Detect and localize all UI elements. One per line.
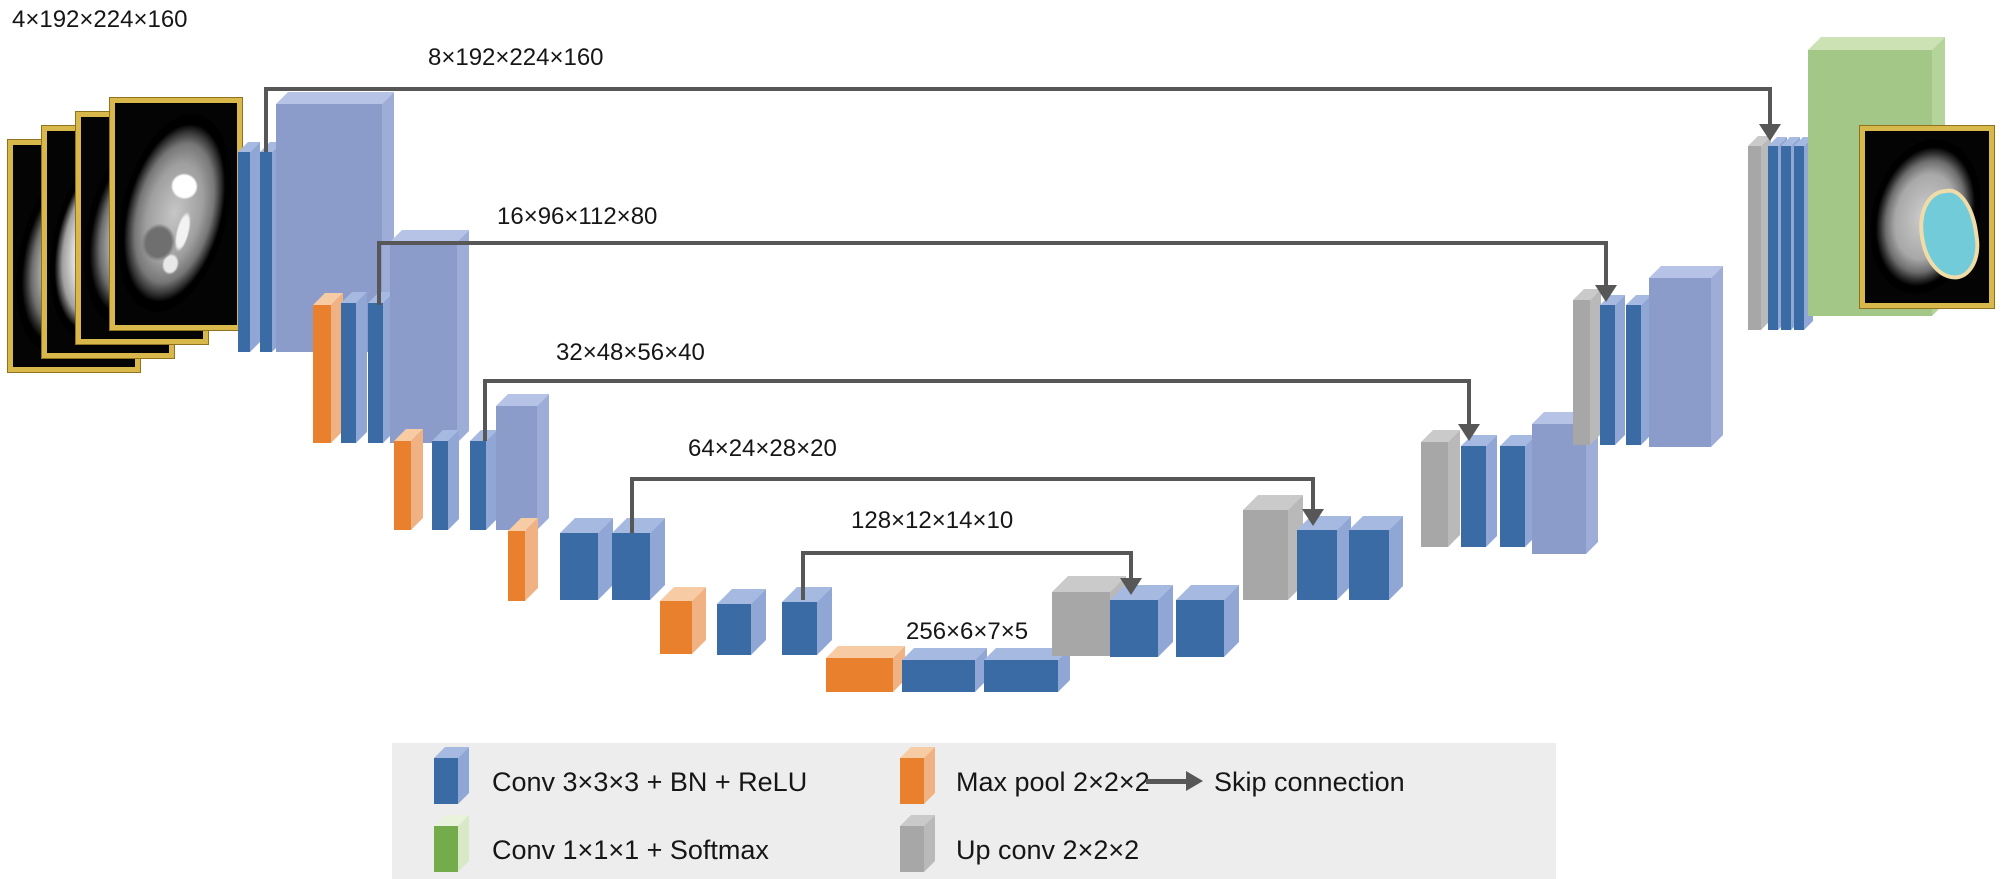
upconv-block — [1748, 136, 1771, 330]
brain-image — [99, 102, 251, 324]
skip-dimension-label: 64×24×28×20 — [688, 435, 837, 462]
skip-connection-drop — [1311, 477, 1315, 509]
conv-block-icon — [434, 747, 469, 804]
feature-map-slab — [496, 394, 549, 530]
skip-connection-line — [483, 379, 1471, 383]
maxpool-block — [394, 429, 423, 530]
upconv-block — [1052, 576, 1126, 656]
conv-block — [1349, 516, 1403, 600]
upconv-block-icon — [900, 815, 935, 872]
legend: Conv 3×3×3 + BN + ReLU Conv 1×1×1 + Soft… — [392, 743, 1556, 879]
conv-block — [1626, 295, 1651, 445]
maxpool-block — [660, 587, 706, 654]
feature-map-slab — [390, 230, 469, 443]
skip-connection-riser — [377, 241, 381, 305]
conv-block — [902, 648, 987, 692]
feature-map-slab — [1532, 412, 1598, 554]
conv-block — [1781, 137, 1800, 330]
conv-block — [238, 142, 260, 352]
skip-connection-riser — [264, 87, 268, 152]
output-mri-slice — [1855, 126, 1997, 308]
maxpool-block — [313, 293, 343, 443]
conv-block — [432, 430, 459, 530]
skip-connection-riser — [483, 379, 487, 441]
skip-connection-arrowhead — [1458, 424, 1480, 441]
conv-block — [1461, 435, 1497, 547]
conv1x1-block-icon — [434, 815, 469, 872]
skip-connection-line — [630, 477, 1315, 481]
conv-block — [984, 648, 1070, 692]
conv-block — [1600, 295, 1625, 445]
conv-block — [1500, 435, 1536, 547]
conv-block — [1297, 516, 1351, 600]
conv-block — [260, 142, 282, 352]
input-mri-slice — [99, 98, 251, 330]
feature-map-slab — [1649, 266, 1723, 447]
legend-label-maxpool: Max pool 2×2×2 — [956, 767, 1150, 797]
conv-block — [612, 518, 665, 600]
conv-block — [1794, 137, 1813, 330]
conv-block — [470, 430, 497, 530]
skip-dimension-label: 8×192×224×160 — [428, 44, 604, 71]
conv-block — [341, 292, 367, 443]
skip-connection-arrowhead — [1595, 285, 1617, 302]
skip-connection-drop — [1768, 87, 1772, 124]
input-dimensions-label: 4×192×224×160 — [12, 6, 188, 33]
upconv-block — [1573, 289, 1601, 445]
maxpool-block — [508, 518, 538, 601]
legend-label-skip-connection: Skip connection — [1214, 767, 1405, 797]
conv-block — [1110, 585, 1173, 657]
skip-connection-riser — [801, 551, 805, 600]
skip-connection-line — [264, 87, 1772, 91]
skip-connection-arrowhead — [1759, 124, 1781, 141]
skip-connection-drop — [1129, 551, 1133, 578]
upconv-block — [1243, 495, 1303, 600]
conv-block — [1768, 137, 1787, 330]
legend-label-conv: Conv 3×3×3 + BN + ReLU — [492, 767, 808, 797]
skip-connection-drop — [1604, 241, 1608, 285]
skip-dimension-label: 32×48×56×40 — [556, 339, 705, 366]
legend-label-conv1x1: Conv 1×1×1 + Softmax — [492, 835, 769, 865]
conv-block — [782, 587, 832, 655]
conv-block — [1176, 585, 1239, 657]
skip-dimension-label: 128×12×14×10 — [851, 507, 1014, 534]
maxpool-block-icon — [900, 747, 935, 804]
skip-connection-arrowhead — [1302, 509, 1324, 526]
maxpool-block — [826, 646, 905, 692]
conv-block — [717, 589, 766, 655]
skip-connection-line — [801, 551, 1133, 555]
conv-block — [368, 292, 394, 443]
bottleneck-dimensions-label: 256×6×7×5 — [906, 618, 1029, 645]
skip-connection-arrowhead-icon — [1186, 771, 1203, 791]
conv-block — [560, 518, 613, 600]
legend-label-upconv: Up conv 2×2×2 — [956, 835, 1140, 865]
skip-dimension-label: 16×96×112×80 — [497, 203, 658, 230]
skip-connection-riser — [630, 477, 634, 533]
skip-connection-arrow-icon — [1146, 779, 1186, 784]
skip-connection-line — [377, 241, 1608, 245]
upconv-block — [1421, 430, 1460, 547]
skip-connection-drop — [1467, 379, 1471, 424]
skip-connection-arrowhead — [1120, 578, 1142, 595]
